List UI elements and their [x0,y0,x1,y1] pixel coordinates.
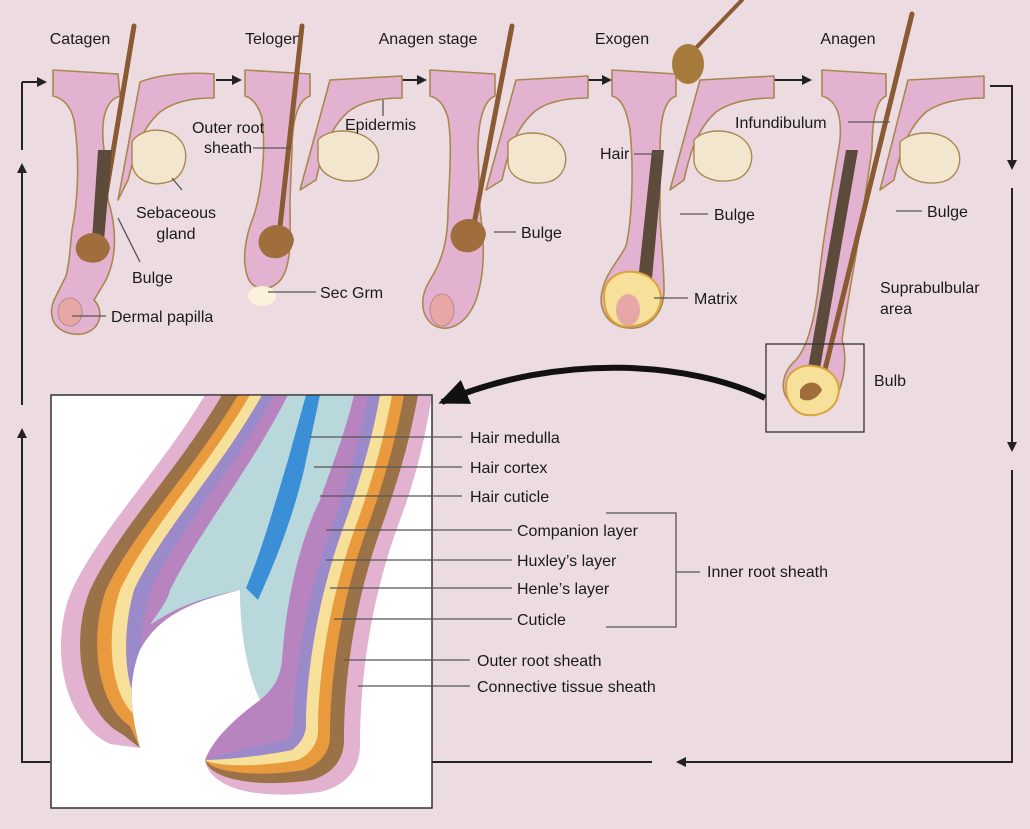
label-sebaceous-gland-line1: Sebaceous [136,205,216,222]
label-companion-layer: Companion layer [517,523,639,540]
label-suprabulbular-line1: Suprabulbular [880,280,980,297]
label-suprabulbular-line2: area [880,301,912,318]
stage-title-anagen: Anagen [820,31,875,48]
label-cuticle: Cuticle [517,612,566,629]
label-huxleys-layer: Huxley’s layer [517,553,617,570]
label-henles-layer: Henle’s layer [517,581,610,598]
stage-title-exogen: Exogen [595,31,649,48]
label-bulge-anagen: Bulge [927,204,968,221]
follicle-anagen [782,11,985,417]
follicle-anagen-stage [421,23,589,329]
label-hair-cortex: Hair cortex [470,460,547,477]
label-matrix: Matrix [694,291,738,308]
label-bulge-exogen: Bulge [714,207,755,224]
follicle-exogen [600,0,775,329]
follicle-catagen [50,23,215,335]
stage-title-telogen: Telogen [245,31,301,48]
label-hair: Hair [600,146,630,163]
label-dermal-papilla: Dermal papilla [111,309,213,326]
label-infundibulum: Infundibulum [735,115,827,132]
label-outer-root-sheath-line2: sheath [204,140,252,157]
label-sebaceous-gland-line2: gland [156,226,195,243]
detail-panel [50,394,433,809]
label-outer-root-sheath-line1: Outer root [192,120,265,137]
label-outer-root-sheath-detail: Outer root sheath [477,653,602,670]
label-bulge-catagen: Bulge [132,270,173,287]
label-sec-grm: Sec Grm [320,285,383,302]
follicle-telogen [243,23,403,306]
sebaceous-gland-catagen [131,129,187,185]
label-epidermis: Epidermis [345,117,416,134]
label-inner-root-sheath: Inner root sheath [707,564,828,581]
label-connective-tissue-sheath: Connective tissue sheath [477,679,656,696]
label-bulge-anagen-stage: Bulge [521,225,562,242]
zoom-arrow [438,364,767,405]
stage-title-catagen: Catagen [50,31,111,48]
stage-title-anagen-stage: Anagen stage [379,31,478,48]
bulb-highlight-box [765,343,865,433]
label-bulb: Bulb [874,373,906,390]
label-hair-medulla: Hair medulla [470,430,560,447]
cycle-arrows [17,75,1017,767]
label-hair-cuticle: Hair cuticle [470,489,549,506]
leader-lines [72,100,922,687]
